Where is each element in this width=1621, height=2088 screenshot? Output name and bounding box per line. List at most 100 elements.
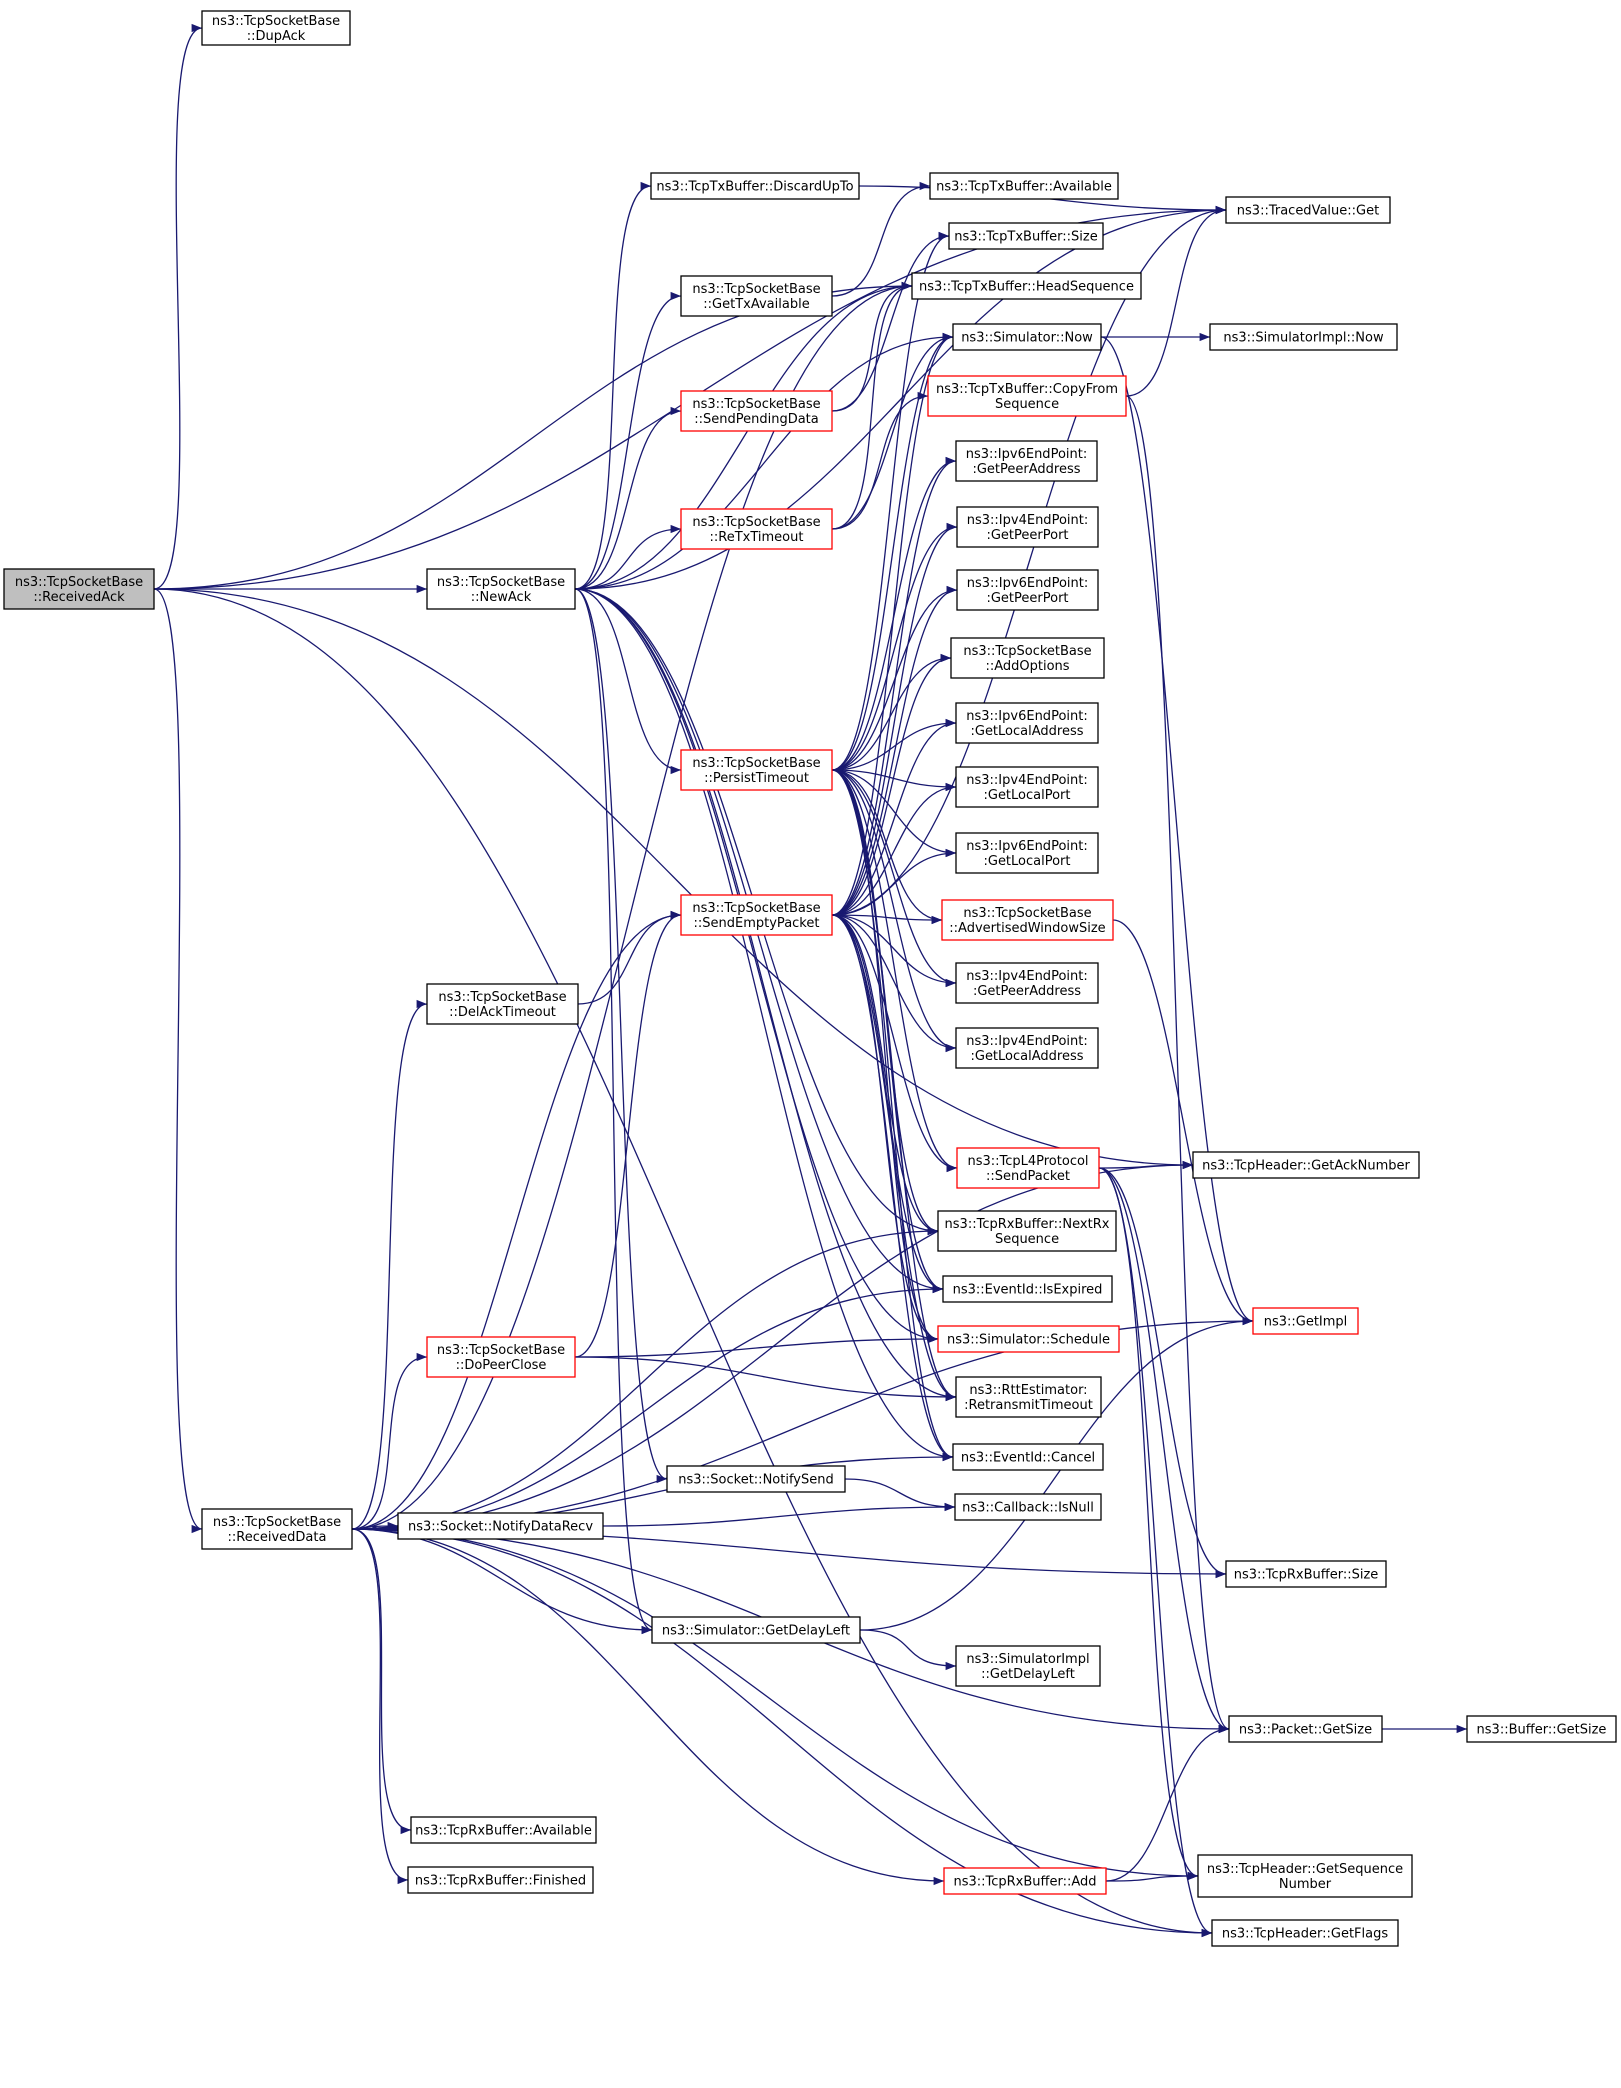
node-doperclose[interactable]: ns3::TcpSocketBase::DoPeerClose [426, 1336, 576, 1378]
node-label: ns3::TcpSocketBase [692, 515, 820, 530]
node-box [955, 766, 1099, 808]
edge-newack-to-retxtimeout [574, 524, 682, 590]
node-label: ns3::EventId::Cancel [961, 1451, 1095, 1466]
node-box [929, 172, 1119, 200]
node-label: ns3::Socket::NotifyDataRecv [408, 1520, 593, 1535]
node-sendemptypacket[interactable]: ns3::TcpSocketBase::SendEmptyPacket [680, 894, 833, 936]
edge-socknotifyrecv-to-callbackisnull [602, 1502, 956, 1527]
node-label: ns3::Simulator::Schedule [947, 1333, 1110, 1348]
node-ipv4peeraddr[interactable]: ns3::Ipv4EndPoint::GetPeerAddress [955, 962, 1099, 1004]
edge-newack-to-getdelayleft [574, 588, 653, 1634]
edge-root-to-getflags [153, 588, 1213, 1938]
node-label: ns3::Ipv4EndPoint: [966, 773, 1087, 788]
node-addoptions[interactable]: ns3::TcpSocketBase::AddOptions [950, 637, 1105, 679]
node-label: ns3::TcpSocketBase [212, 14, 340, 29]
node-ipv6peeraddr[interactable]: ns3::Ipv6EndPoint::GetPeerAddress [955, 440, 1098, 482]
node-label: :GetLocalPort [983, 854, 1070, 869]
node-box [650, 172, 860, 200]
node-box [426, 983, 579, 1025]
edge-persisttimeout-to-eventcancel [831, 769, 954, 1462]
node-tracedget[interactable]: ns3::TracedValue::Get [1225, 196, 1391, 224]
node-simimplnow[interactable]: ns3::SimulatorImpl::Now [1209, 323, 1398, 351]
node-box [426, 568, 576, 610]
edge-persisttimeout-to-simnow [831, 332, 954, 771]
node-newack[interactable]: ns3::TcpSocketBase::NewAck [426, 568, 576, 610]
node-txsize[interactable]: ns3::TcpTxBuffer::Size [948, 222, 1104, 250]
node-callbackisnull[interactable]: ns3::Callback::IsNull [954, 1493, 1102, 1521]
node-ipv6localport[interactable]: ns3::Ipv6EndPoint::GetLocalPort [955, 832, 1099, 874]
node-simimpldelay[interactable]: ns3::SimulatorImpl::GetDelayLeft [955, 1645, 1101, 1687]
node-ipv4localaddr[interactable]: ns3::Ipv4EndPoint::GetLocalAddress [955, 1027, 1099, 1069]
node-box [410, 1816, 597, 1844]
node-discardupto[interactable]: ns3::TcpTxBuffer::DiscardUpTo [650, 172, 860, 200]
node-getflags[interactable]: ns3::TcpHeader::GetFlags [1211, 1919, 1399, 1947]
node-label: ns3::Ipv6EndPoint: [967, 576, 1088, 591]
node-root[interactable]: ns3::TcpSocketBase::ReceivedAck [3, 568, 155, 610]
node-buffergetsize[interactable]: ns3::Buffer::GetSize [1466, 1715, 1617, 1743]
node-label: ns3::TcpTxBuffer::Available [936, 180, 1112, 195]
node-label: ns3::SimulatorImpl::Now [1223, 331, 1384, 346]
node-socknotifysend[interactable]: ns3::Socket::NotifySend [666, 1465, 846, 1493]
edge-l4sendpacket-to-packetgetsize [1098, 1167, 1230, 1734]
node-label: ns3::TracedValue::Get [1237, 204, 1379, 219]
edge-receiveddata-to-getflags [351, 1528, 1213, 1938]
node-gettxavailable[interactable]: ns3::TcpSocketBase::GetTxAvailable [680, 275, 833, 317]
node-label: ns3::TcpSocketBase [213, 1515, 341, 1530]
node-sendpendingdata[interactable]: ns3::TcpSocketBase::SendPendingData [680, 390, 833, 432]
node-rttretx[interactable]: ns3::RttEstimator::RetransmitTimeout [955, 1376, 1102, 1418]
node-box [950, 637, 1105, 679]
node-getimpl[interactable]: ns3::GetImpl [1252, 1307, 1359, 1335]
node-label: ns3::Ipv6EndPoint: [966, 839, 1087, 854]
node-isexpired[interactable]: ns3::EventId::IsExpired [942, 1275, 1113, 1303]
node-txavailable[interactable]: ns3::TcpTxBuffer::Available [929, 172, 1119, 200]
node-ipv4localport[interactable]: ns3::Ipv4EndPoint::GetLocalPort [955, 766, 1099, 808]
node-simschedule[interactable]: ns3::Simulator::Schedule [937, 1325, 1120, 1353]
edge-receiveddata-to-getseqnumber [351, 1528, 1199, 1881]
edge-sendemptypacket-to-ipv4localaddr [831, 914, 957, 1053]
node-receiveddata[interactable]: ns3::TcpSocketBase::ReceivedData [201, 1508, 353, 1550]
edge-newack-to-simnow [574, 332, 954, 590]
node-label: ns3::TcpRxBuffer::Add [953, 1875, 1096, 1890]
edge-newack-to-rttretx [574, 588, 957, 1402]
node-rxadd[interactable]: ns3::TcpRxBuffer::Add [943, 1867, 1107, 1895]
node-label: ns3::Ipv4EndPoint: [967, 513, 1088, 528]
node-eventcancel[interactable]: ns3::EventId::Cancel [952, 1443, 1104, 1471]
node-box [941, 899, 1114, 941]
node-dupack[interactable]: ns3::TcpSocketBase::DupAck [201, 10, 351, 46]
node-label: ::GetDelayLeft [981, 1667, 1075, 1682]
edge-sendpendingdata-to-txsize [831, 231, 950, 412]
node-rxavailable[interactable]: ns3::TcpRxBuffer::Available [410, 1816, 597, 1844]
node-label: ns3::Ipv4EndPoint: [966, 969, 1087, 984]
node-l4sendpacket[interactable]: ns3::TcpL4Protocol::SendPacket [956, 1147, 1100, 1189]
node-label: ::AddOptions [985, 659, 1069, 674]
node-ipv6peerport[interactable]: ns3::Ipv6EndPoint::GetPeerPort [956, 569, 1099, 611]
node-box [1209, 323, 1398, 351]
node-rxfinished[interactable]: ns3::TcpRxBuffer::Finished [407, 1866, 594, 1894]
node-box [397, 1512, 604, 1540]
node-ipv4peerport[interactable]: ns3::Ipv4EndPoint::GetPeerPort [956, 506, 1099, 548]
node-ipv6localaddr[interactable]: ns3::Ipv6EndPoint::GetLocalAddress [955, 702, 1099, 744]
node-label: ns3::TcpSocketBase [437, 1343, 565, 1358]
edge-simnow-to-getimpl [1100, 336, 1254, 1326]
edge-persisttimeout-to-addoptions [831, 653, 952, 771]
node-box [651, 1616, 861, 1644]
edge-newack-to-discardupto [574, 181, 652, 590]
edge-sendemptypacket-to-tracedget [831, 205, 1227, 916]
node-packetgetsize[interactable]: ns3::Packet::GetSize [1228, 1715, 1383, 1743]
node-persisttimeout[interactable]: ns3::TcpSocketBase::PersistTimeout [680, 749, 833, 791]
node-delacktimeout[interactable]: ns3::TcpSocketBase::DelAckTimeout [426, 983, 579, 1025]
node-getacknumber[interactable]: ns3::TcpHeader::GetAckNumber [1192, 1151, 1420, 1179]
node-rxsize[interactable]: ns3::TcpRxBuffer::Size [1225, 1560, 1387, 1588]
node-txheadseq[interactable]: ns3::TcpTxBuffer::HeadSequence [911, 272, 1142, 300]
node-advwindow[interactable]: ns3::TcpSocketBase::AdvertisedWindowSize [941, 899, 1114, 941]
node-socknotifyrecv[interactable]: ns3::Socket::NotifyDataRecv [397, 1512, 604, 1540]
node-simnow[interactable]: ns3::Simulator::Now [952, 323, 1102, 351]
node-label: :GetPeerAddress [973, 984, 1081, 999]
edge-persisttimeout-to-ipv4peerport [831, 522, 958, 771]
node-getdelayleft[interactable]: ns3::Simulator::GetDelayLeft [651, 1616, 861, 1644]
node-retxtimeout[interactable]: ns3::TcpSocketBase::ReTxTimeout [680, 508, 833, 550]
